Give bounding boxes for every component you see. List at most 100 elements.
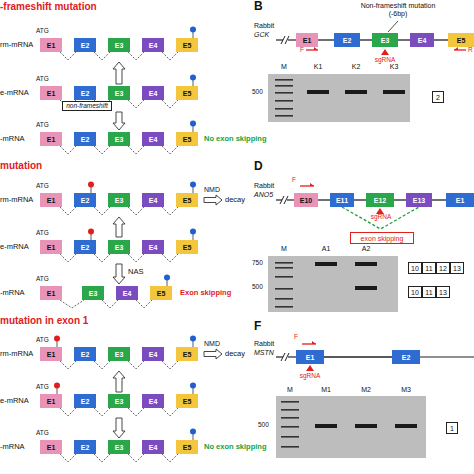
node-text: E5 [183, 90, 192, 97]
node-text: E3 [115, 351, 124, 358]
ladder-band [275, 262, 293, 264]
text-label: MSTN [254, 349, 274, 357]
text-label: sgRNA [375, 56, 396, 63]
splice-line [60, 408, 76, 416]
node-text: 1 [450, 425, 454, 432]
node-text: E4 [418, 37, 427, 44]
exon-box: E3 [82, 286, 104, 300]
splice-line [94, 454, 110, 462]
text-label: ANO5 [254, 191, 273, 199]
text-label: K1 [314, 63, 323, 71]
splice-line [60, 207, 76, 215]
exon-box: E1 [40, 240, 62, 254]
text-label: M [281, 63, 287, 71]
exon-box: E4 [142, 240, 164, 254]
ladder-band [275, 288, 293, 290]
splice-line [94, 146, 110, 154]
node-text: E1 [47, 197, 56, 204]
node-text: E5 [183, 42, 192, 49]
number-box: 10 [408, 286, 422, 298]
exon-box: E5 [176, 394, 198, 408]
node-text: E11 [336, 197, 348, 204]
text-label: A1 [322, 245, 331, 253]
exon-box: E1 [446, 193, 474, 207]
intron-line [394, 199, 406, 200]
exon-box: E2 [334, 33, 360, 47]
text-label: F [300, 46, 304, 53]
exon-box: E3 [108, 440, 130, 454]
splice-line [162, 52, 178, 60]
node-text: E1 [47, 398, 56, 405]
text-label: GCK [254, 31, 269, 39]
exon-box: E2 [74, 347, 96, 361]
note-box: exon skipping [350, 232, 414, 244]
gel-image [268, 74, 410, 122]
ladder-band [275, 79, 293, 81]
break-mark [281, 353, 289, 361]
number-box: 10 [408, 262, 422, 274]
splice-line [60, 254, 76, 262]
exon-box: E4 [410, 33, 434, 47]
splice-line [128, 207, 144, 215]
pin-head [190, 336, 196, 342]
intron-line [318, 39, 334, 40]
node-text: E2 [81, 351, 90, 358]
splice-line [60, 361, 76, 369]
gel-image [276, 396, 426, 458]
ladder-band [275, 85, 293, 87]
node-text: 13 [439, 289, 447, 296]
node-text: E4 [123, 290, 132, 297]
ladder-band [275, 267, 293, 269]
node-text: E5 [183, 136, 192, 143]
text-label: M3 [401, 386, 411, 394]
text-label: M1 [321, 386, 331, 394]
text-label: rm-mRNA [0, 196, 33, 204]
ladder-band [275, 100, 293, 102]
exon-box: E5 [448, 33, 474, 47]
node-text: E3 [115, 42, 124, 49]
node-text: E5 [157, 290, 166, 297]
gel-band [355, 286, 377, 290]
node-text: 10 [411, 265, 419, 272]
node-text: E4 [149, 197, 158, 204]
ladder-band [275, 306, 293, 308]
text-label: sgRNA [300, 372, 321, 379]
text-label: 500 [252, 88, 263, 95]
exon-box: E11 [330, 193, 354, 207]
intron-line [354, 199, 366, 200]
gel-image [268, 256, 398, 312]
node-text: E12 [374, 197, 386, 204]
exon-box: E3 [108, 132, 130, 146]
intron-line [434, 39, 448, 40]
exon-box: E5 [176, 240, 198, 254]
ladder-band [275, 115, 293, 117]
ladder-band [281, 417, 299, 419]
gel-band [315, 424, 337, 428]
node-text: E1 [456, 197, 465, 204]
text-label: ATG [36, 429, 49, 436]
text-label: ATG [36, 182, 49, 189]
text-label: decay [225, 350, 245, 358]
exon-box: E10 [294, 193, 318, 207]
text-label: M [287, 386, 293, 394]
node-text: E3 [115, 398, 124, 405]
node-text: E1 [306, 354, 315, 361]
text-label: F [292, 176, 296, 183]
ladder-band [275, 298, 293, 300]
intron-line [318, 199, 330, 200]
text-label: R [468, 46, 473, 53]
exon-box: E13 [406, 193, 432, 207]
block-arrow [204, 349, 222, 359]
splice-line [94, 52, 110, 60]
splice-line [94, 408, 110, 416]
text-label: mutation in exon 1 [0, 315, 88, 326]
exon-box: E2 [74, 193, 96, 207]
exon-box: E1 [40, 132, 62, 146]
node-text: E4 [149, 42, 158, 49]
number-box: 1 [446, 422, 458, 434]
exon-box: E3 [372, 33, 398, 47]
node-text: E4 [149, 136, 158, 143]
splice-line [162, 207, 178, 215]
ladder-band [275, 92, 293, 94]
exon-box: E3 [108, 394, 130, 408]
